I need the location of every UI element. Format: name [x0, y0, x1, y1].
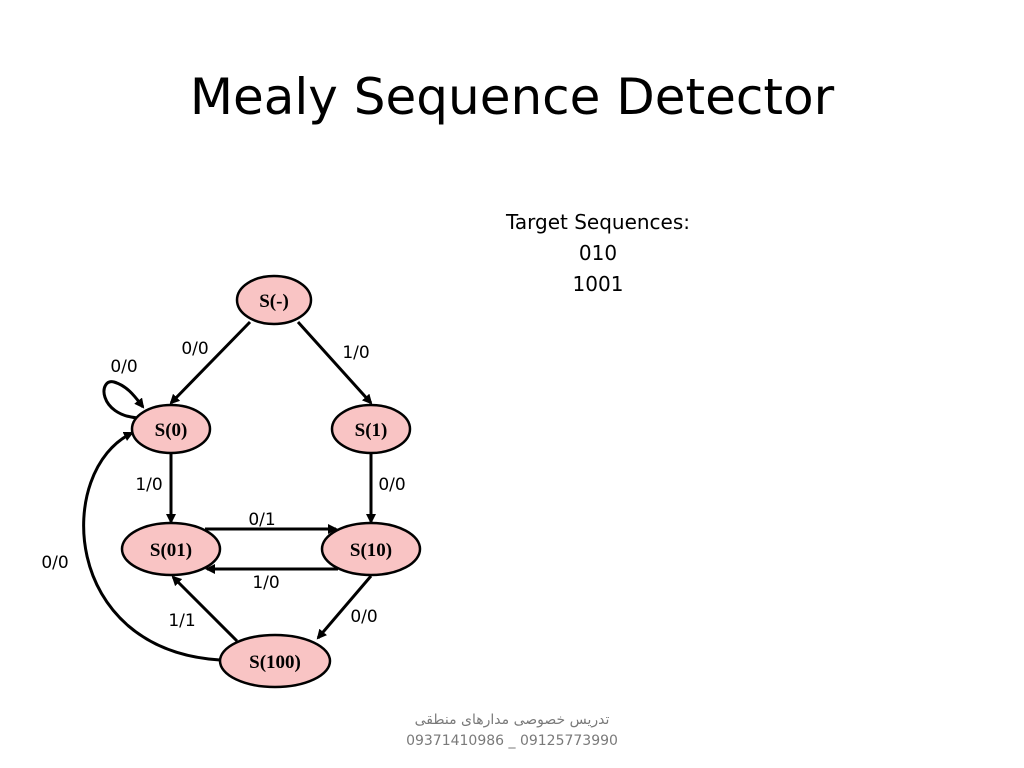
footer-line-1: تدريس خصوصی مدارهای منطقی: [414, 712, 610, 728]
state-label-s-none: S(-): [259, 291, 289, 312]
edge-s100-to-s0: [82, 431, 221, 662]
edge-label-s100-to-s0: 0/0: [41, 553, 68, 573]
state-label-s1: S(1): [355, 420, 388, 441]
state-label-s01: S(01): [150, 540, 192, 561]
edge-s-none-to-s1: [296, 320, 373, 405]
footer-line-2: 09371410986 _ 09125773990: [406, 733, 618, 749]
edge-label-s10-to-s01: 1/0: [252, 573, 279, 593]
states: [120, 274, 422, 689]
edge-label-s-none-to-s0: 0/0: [181, 339, 208, 359]
edge-label-s0-self-loop: 0/0: [110, 357, 137, 377]
edge-s-none-to-s0: [169, 320, 252, 405]
footer: تدريس خصوصی مدارهای منطقی 09371410986 _ …: [312, 710, 712, 752]
edge-label-s0-to-s01: 1/0: [135, 475, 162, 495]
edge-s100-to-s01: [171, 575, 239, 643]
state-label-s100: S(100): [249, 652, 301, 673]
edge-label-s10-to-s100: 0/0: [350, 607, 377, 627]
edge-s10-to-s100: [316, 575, 373, 640]
state-s01: [120, 521, 222, 577]
state-labels: S(-) S(0) S(1) S(01) S(10) S(100): [150, 291, 392, 673]
state-label-s10: S(10): [350, 540, 392, 561]
slide-title: Mealy Sequence Detector: [189, 68, 835, 126]
state-s0: [130, 403, 212, 455]
state-s10: [320, 521, 422, 577]
edge-label-s1-to-s10: 0/0: [378, 475, 405, 495]
edge-label-s01-to-s10: 0/1: [248, 510, 275, 530]
target-sequence-1: 010: [578, 241, 618, 265]
target-sequences-heading: Target Sequences:: [505, 210, 691, 234]
target-sequence-2: 1001: [572, 272, 624, 296]
transitions: [82, 320, 376, 662]
state-s-none: [235, 274, 313, 326]
edge-labels: 0/0 1/0 0/0 1/0 0/0 0/1 1/0 0/0 1/1 0/0: [41, 339, 405, 631]
target-sequences: Target Sequences: 010 1001: [470, 207, 726, 300]
edge-label-s100-to-s01: 1/1: [168, 611, 195, 631]
edge-label-s-none-to-s1: 1/0: [342, 343, 369, 363]
state-s100: [218, 633, 332, 689]
state-label-s0: S(0): [155, 420, 188, 441]
state-s1: [330, 403, 412, 455]
edge-s0-self-loop: [102, 380, 145, 420]
